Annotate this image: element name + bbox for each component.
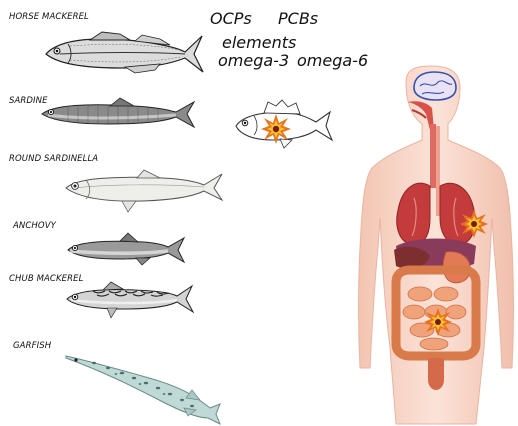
round-sardinella-icon xyxy=(62,168,224,214)
label-round-sardinella: ROUND SARDINELLA xyxy=(9,154,98,164)
horse-mackerel-icon xyxy=(40,30,205,75)
label-anchovy: ANCHOVY xyxy=(13,221,56,231)
garfish-icon xyxy=(64,354,222,426)
human-body-organs-icon xyxy=(356,68,516,424)
anchovy-icon xyxy=(64,232,188,268)
chub-mackerel-icon xyxy=(63,281,195,319)
explosion-burst-icon xyxy=(261,114,291,144)
label-horse-mackerel: HORSE MACKEREL xyxy=(9,12,89,22)
label-elements: elements xyxy=(222,33,296,52)
label-pcbs: PCBs xyxy=(278,9,318,28)
label-garfish: GARFISH xyxy=(13,341,51,351)
label-ocps: OCPs xyxy=(210,9,252,28)
label-omega-3: omega-3 xyxy=(218,51,289,70)
sardine-icon xyxy=(38,97,198,131)
